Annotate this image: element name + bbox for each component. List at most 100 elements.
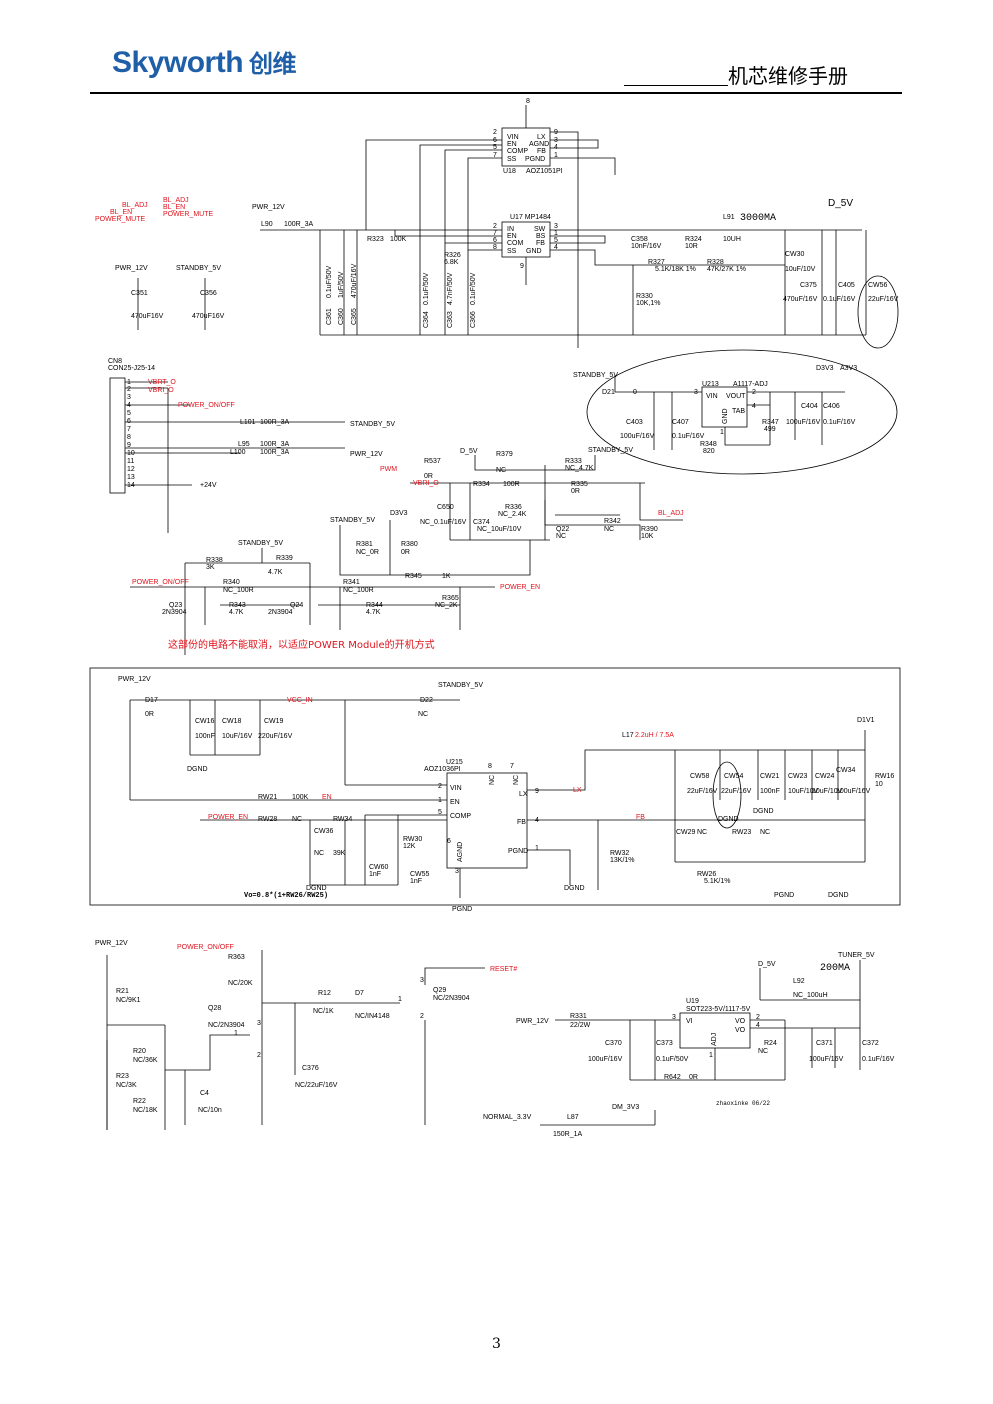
r324-value: 10R [685,243,698,250]
c364-value: 0.1uF/50V [423,272,430,305]
u213-pin-vout: VOUT [726,393,746,400]
u215-pin-en: EN [450,799,460,806]
u215-pin-fb: FB [517,819,526,826]
cw56-ref: CW56 [868,282,888,289]
r330-value: 10K,1% [636,300,661,307]
cw36-value: NC [314,850,324,857]
r327-value: 5.1K/18K 1% [655,266,696,273]
u18-pin-lx: LX [537,134,546,141]
u19-pin-vo2: VO [735,1027,746,1034]
u213-ref: U213 [702,381,719,388]
header-rule [90,92,902,94]
r22-ref: R22 [133,1098,146,1105]
r342-ref: R342 [604,518,621,525]
r20-ref: R20 [133,1048,146,1055]
c375-value: 470uF/16V [783,296,818,303]
net-tuner5v: TUNER_5V [838,952,875,959]
u213-part: A1117-ADJ [733,381,768,388]
cw19-value: 220uF/16V [258,733,293,740]
u18-pin-comp: COMP [507,148,528,155]
r343-value: 4.7K [229,609,244,616]
cn8-pin6: 6 [127,418,131,425]
cw29-ref: CW29 [676,829,696,836]
pwr12v-label-2: PWR_12V [115,265,148,272]
c370-ref: C370 [605,1040,622,1047]
u213-num1: 1 [720,429,724,436]
u19-num2: 2 [756,1014,760,1021]
c372-value: 0.1uF/16V [862,1056,895,1063]
rw34-ref: RW34 [333,816,352,823]
dgnd-s3-f: DGND [828,892,849,899]
l91-current: 3000MA [740,213,776,224]
q29-num2: 2 [420,1013,424,1020]
u215-part: AOZ1036PI [424,766,461,773]
u213-num2: 2 [752,389,756,396]
rw30-value: 12K [403,843,416,850]
u18-pin-pgnd: PGND [525,156,545,163]
u215-pin-agnd: AGND [457,842,464,862]
c351-value: 470uF16V [131,313,164,320]
l17-value: 2.2uH / 7.5A [635,732,674,739]
r330-ref: R330 [636,293,653,300]
q23-ref: Q23 [169,602,182,609]
wires [89,105,901,1130]
r380-value: 0R [401,549,410,556]
u18-pin8: 8 [526,98,530,105]
c374-value: NC_10uF/10V [477,526,522,533]
r323-value: 100K [390,236,407,243]
rw26-value: 5.1K/1% [704,878,730,885]
u215-pin-pgnd: PGND [508,848,528,855]
cn8-pin10: 10 [127,450,135,457]
u17-num-l1: 2 [493,223,497,230]
c404-value: 100uF/16V [786,419,821,426]
r342-value: NC [604,526,614,533]
c405-value: 0.1uF/16V [823,296,856,303]
rw28-ref: RW28 [258,816,277,823]
highlight-ellipse-u213 [586,349,898,475]
u215-num8: 8 [488,763,492,770]
c356-ref: C356 [200,290,217,297]
q28-num3: 3 [257,1020,261,1027]
cn8-pin8: 8 [127,434,131,441]
r341-ref: R341 [343,579,360,586]
cn8-pin9: 9 [127,442,131,449]
u17-pin-ss: SS [507,248,517,255]
header-underline [624,85,728,86]
r338-value: 3K [206,564,215,571]
l92-value: NC_100uH [793,992,828,999]
c376-value: NC/22uF/16V [295,1082,338,1089]
net-vbri-o: VBRI_O [148,387,174,394]
q28-value: NC/2N3904 [208,1022,245,1029]
cw18-value: 10uF/16V [222,733,253,740]
u19-part: SOT223-5V/1117-5V [686,1006,751,1013]
q23-value: 2N3904 [162,609,187,616]
r24-ref: R24 [764,1040,777,1047]
r340-ref: R340 [223,579,240,586]
c361-ref: C361 [326,308,333,325]
r328-value: 47K/27K 1% [707,266,746,273]
net-vbri-o-2: VBRI_O [413,480,439,487]
u215-num1: 1 [438,797,442,804]
cw54-ref: CW54 [724,773,744,780]
net-power-mute-left: POWER_MUTE [95,216,146,223]
u18-num-r3: 4 [554,144,558,151]
u19-num3: 3 [672,1014,676,1021]
d21-ref: D21 [602,389,615,396]
d7-value: NC/IN4148 [355,1013,390,1020]
u17-num-bot: 9 [520,263,524,270]
u18-num-r4: 1 [554,152,558,159]
d17-ref: D17 [145,697,158,704]
r24-value: NC [758,1048,768,1055]
c375-ref: C375 [800,282,817,289]
standby5v-r333: STANDBY_5V [588,447,633,454]
r21-value: NC/9K1 [116,997,141,1004]
c363-value: 4.7nF/50V [447,272,454,305]
r379-value: NC [496,467,506,474]
cn8-pin1: 1 [127,379,131,386]
u215-num1b: 1 [535,845,539,852]
rw21-ref: RW21 [258,794,277,801]
cw58-ref: CW58 [690,773,710,780]
c365-value: 470uF/16V [351,263,358,298]
l91-value: 10UH [723,236,741,243]
